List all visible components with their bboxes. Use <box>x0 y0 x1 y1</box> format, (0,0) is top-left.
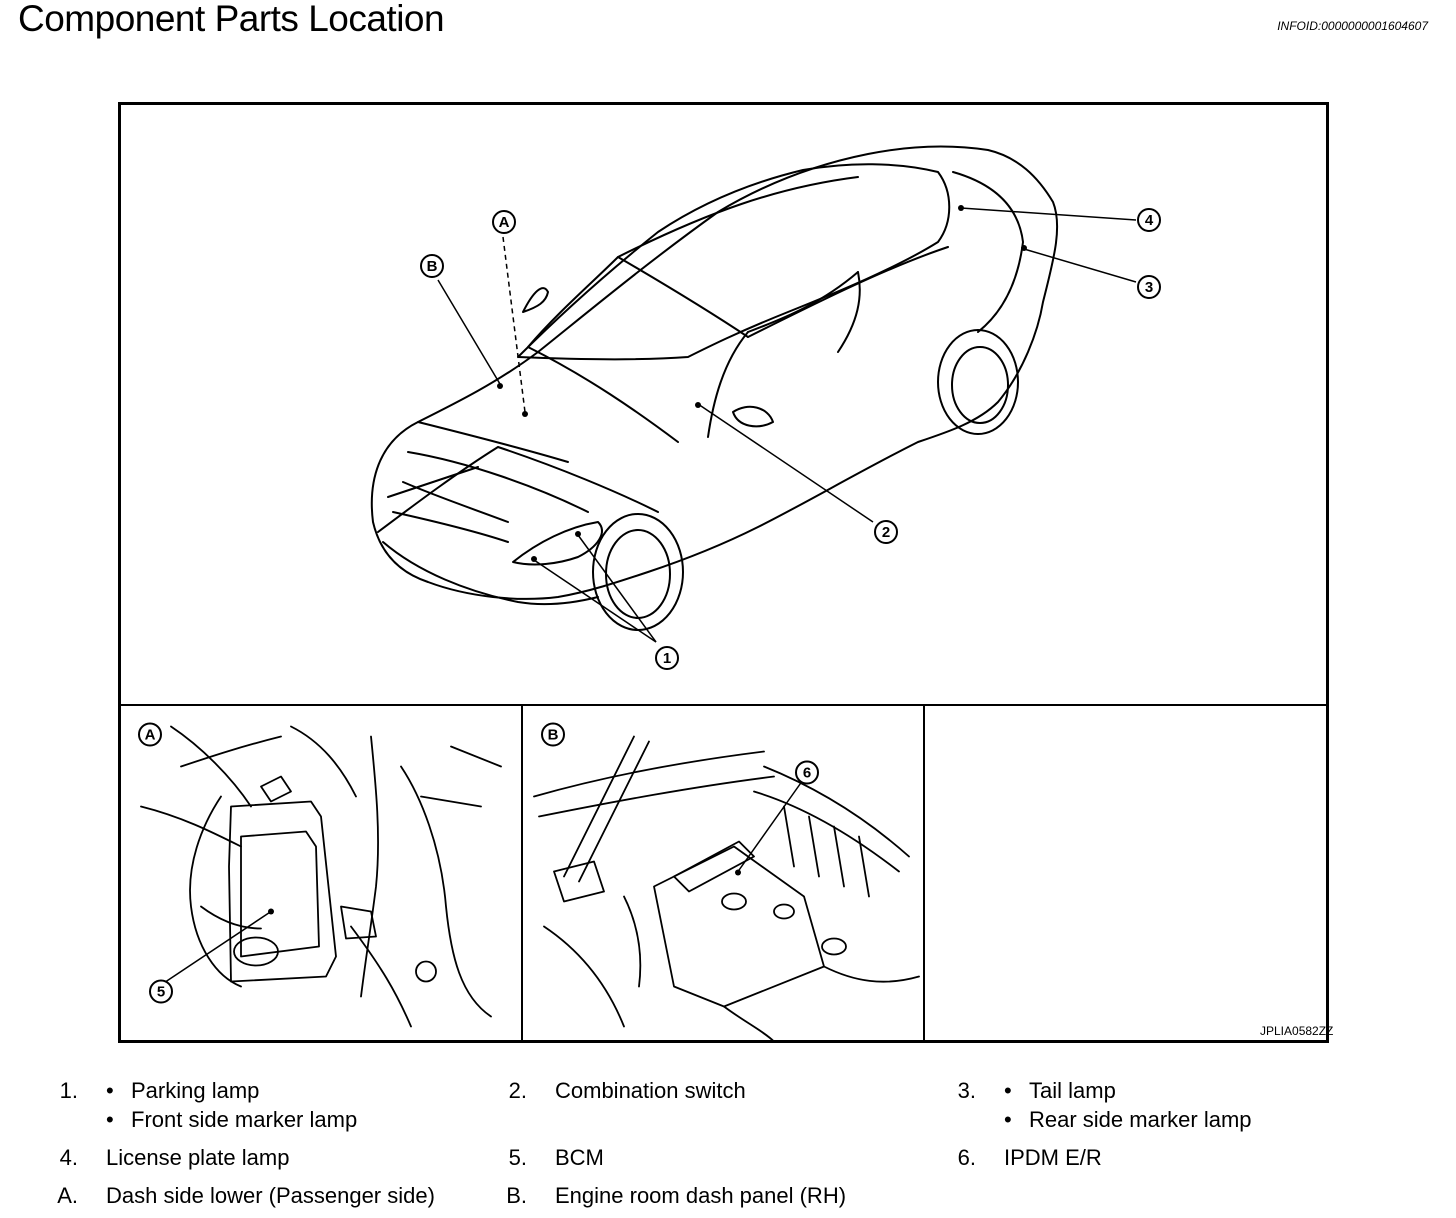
diagram-frame <box>118 102 1329 1043</box>
callout-3-label: 3 <box>1145 279 1153 296</box>
legend-num-2: 2. <box>508 1078 527 1103</box>
legend-text-6: IPDM E/R <box>1004 1145 1102 1170</box>
callout-b-circle <box>420 254 444 278</box>
legend-num-1: 1. <box>59 1078 78 1103</box>
detail-a-panel: A 5 <box>138 722 502 1028</box>
car-illustration: A B 1 2 3 4 <box>118 145 1329 1043</box>
detail-b-panel: B 6 <box>533 722 920 1043</box>
info-id: INFOID:0000000001604607 <box>1277 19 1428 33</box>
bullet-icon: • <box>106 1107 114 1132</box>
legend-num-b: B. <box>506 1183 527 1208</box>
legend-text-4: License plate lamp <box>106 1145 290 1170</box>
callout-2-label: 2 <box>882 524 890 541</box>
legend-num-a: A. <box>57 1183 78 1208</box>
legend-num-4: 4. <box>59 1145 78 1170</box>
legend-text-3b: Rear side marker lamp <box>1029 1107 1252 1132</box>
callout-1-circle <box>655 646 679 670</box>
legend-text-5: BCM <box>555 1145 604 1170</box>
callout-4-label: 4 <box>1145 212 1154 229</box>
bullet-icon: • <box>106 1078 114 1103</box>
callout-5-label: 5 <box>157 984 165 1001</box>
legend-text-b: Engine room dash panel (RH) <box>555 1183 847 1208</box>
callout-6-label: 6 <box>803 765 811 782</box>
callout-1-label: 1 <box>663 650 671 667</box>
legend-text-1b: Front side marker lamp <box>131 1107 358 1132</box>
detail-b-label: B <box>548 727 559 744</box>
legend-num-6: 6. <box>957 1145 976 1170</box>
legend-text-a: Dash side lower (Passenger side) <box>106 1183 435 1208</box>
callout-b-label: B <box>427 258 438 275</box>
legend-text-1a: Parking lamp <box>131 1078 260 1103</box>
callout-4-circle <box>1137 208 1161 232</box>
callout-3-circle <box>1137 275 1161 299</box>
legend-num-5: 5. <box>508 1145 527 1170</box>
detail-a-label: A <box>145 727 156 744</box>
legend-num-3: 3. <box>957 1078 976 1103</box>
legend-text-3a: Tail lamp <box>1029 1078 1116 1103</box>
bullet-icon: • <box>1004 1078 1012 1103</box>
bullet-icon: • <box>1004 1107 1012 1132</box>
legend-text-2: Combination switch <box>555 1078 746 1103</box>
callout-a-circle <box>492 210 516 234</box>
callout-a-label: A <box>499 214 510 231</box>
page-title: Component Parts Location <box>18 0 445 39</box>
callout-2-circle <box>874 520 898 544</box>
image-code: JPLIA0582ZZ <box>1260 1024 1334 1038</box>
